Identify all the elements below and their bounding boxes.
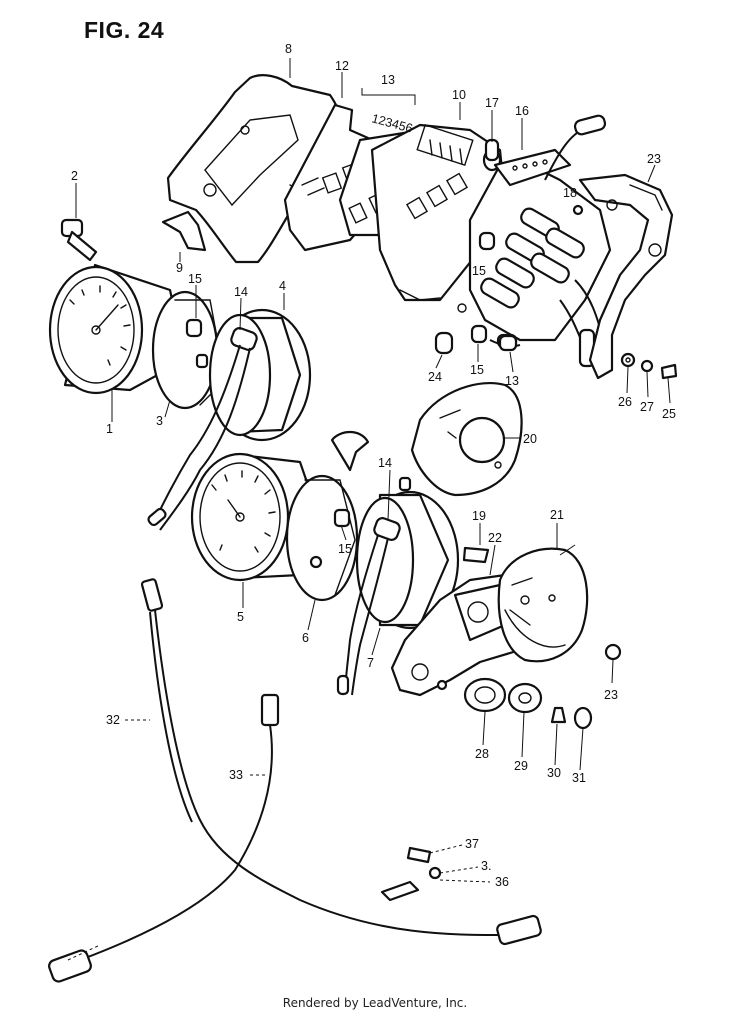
callout-17: 17 — [485, 96, 499, 110]
bulb-15b — [478, 231, 496, 251]
tachometer-5 — [190, 452, 322, 582]
callout-21: 21 — [550, 508, 564, 522]
callout-4: 4 — [279, 279, 286, 293]
callout-29: 28 — [475, 747, 489, 761]
screw-18 — [572, 204, 584, 216]
callout-14a: 14 — [234, 285, 248, 299]
callout-26: 25 — [662, 407, 676, 421]
callout-3: 3 — [156, 414, 163, 428]
callout-15c: 15 — [470, 363, 484, 377]
washer-27 — [620, 352, 636, 368]
meter-cover-4 — [208, 308, 312, 442]
meter-cables — [48, 578, 542, 983]
bulb-socket-14a — [147, 327, 258, 531]
leader-lines — [75, 58, 671, 883]
callout-6: 6 — [302, 631, 309, 645]
cushion-29 — [463, 677, 507, 713]
callout-28: 27 — [640, 400, 654, 414]
callout-15a: 15 — [188, 272, 202, 286]
callout-23: 23 — [604, 688, 618, 702]
callout-11: 12 — [335, 59, 349, 73]
callout-27: 26 — [618, 395, 632, 409]
grommet-25 — [434, 331, 454, 355]
callout-8: 8 — [285, 42, 292, 56]
bulb-socket-14b — [336, 517, 401, 696]
small-hardware — [434, 204, 678, 661]
grommet-set — [463, 677, 593, 730]
callout-18: 18 — [563, 186, 577, 200]
callout-34: 36 — [495, 875, 509, 889]
bolt-26 — [660, 363, 678, 380]
figure-title: FIG. 24 — [84, 17, 165, 43]
washer-30 — [507, 682, 543, 714]
callout-25: 24 — [428, 370, 442, 384]
backing-plate-20 — [410, 381, 523, 497]
callout-32: 31 — [572, 771, 586, 785]
callout-12: 13 — [381, 73, 395, 87]
render-credit: Rendered by LeadVenture, Inc. — [282, 996, 468, 1010]
socket-13 — [498, 334, 518, 352]
callout-9: 9 — [176, 261, 183, 275]
nut-31 — [550, 706, 567, 724]
callout-5: 5 — [237, 610, 244, 624]
bracket-digits: 123456 — [370, 111, 414, 135]
callout-19: 19 — [472, 509, 486, 523]
callout-15b: 15 — [472, 264, 486, 278]
callout-1: 1 — [106, 422, 113, 436]
knob-2 — [60, 218, 98, 262]
callout-30: 29 — [514, 759, 528, 773]
callout-7: 7 — [367, 656, 374, 670]
callout-10: 10 — [452, 88, 466, 102]
nut-23 — [604, 643, 622, 661]
callout-2: 2 — [71, 169, 78, 183]
callout-15d: 15 — [338, 542, 352, 556]
socket-group — [480, 207, 585, 309]
callout-14b: 14 — [378, 456, 392, 470]
callout-36: 3. — [481, 859, 491, 873]
callout-16: 16 — [515, 104, 529, 118]
small-parts-34-36 — [380, 846, 442, 902]
callout-31: 30 — [547, 766, 561, 780]
bulb-15c — [470, 324, 488, 344]
mounting-bracket-24 — [578, 173, 674, 380]
callout-3-dot: 37 — [465, 837, 479, 851]
callout-22: 22 — [488, 531, 502, 545]
callout-13: 13 — [505, 374, 519, 388]
meter-bracket-21 — [497, 547, 589, 663]
callout-24: 23 — [647, 152, 661, 166]
callout-20: 20 — [523, 432, 537, 446]
clip-9 — [161, 210, 207, 252]
meter-case-6 — [285, 430, 370, 602]
nut-32 — [573, 706, 593, 730]
callout-33: 32 — [106, 713, 120, 727]
callout-37: 33 — [229, 768, 243, 782]
washer-28 — [640, 359, 654, 373]
